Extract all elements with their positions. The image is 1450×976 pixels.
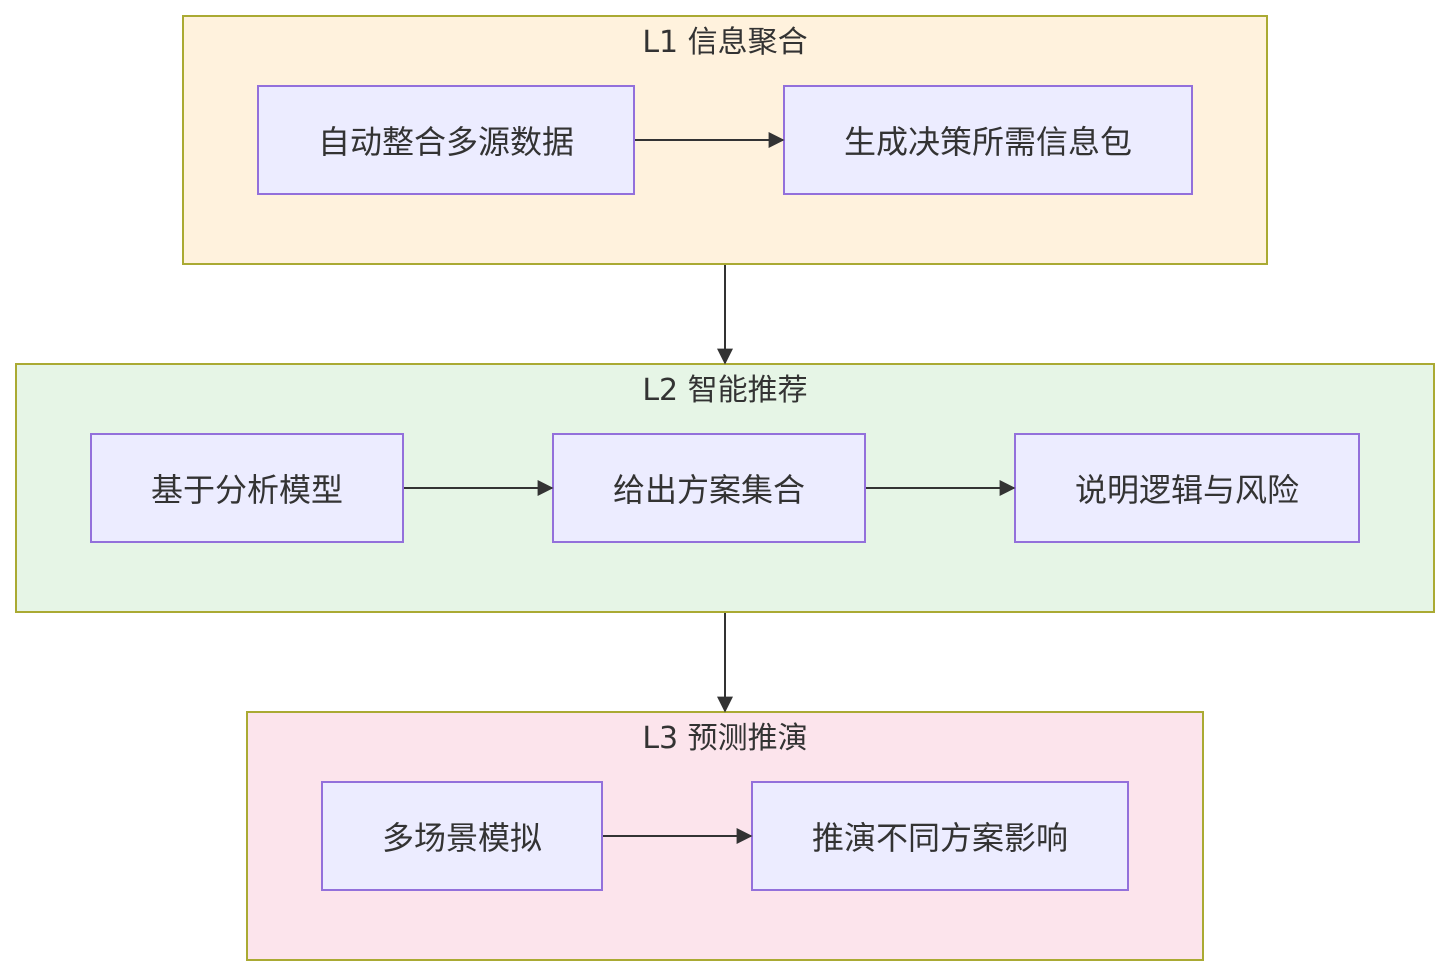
node-based-on-analysis-model[interactable]: 基于分析模型 <box>90 433 404 543</box>
group-l2-title: L2 智能推荐 <box>642 373 808 408</box>
node-integrate-multi-source-data[interactable]: 自动整合多源数据 <box>257 85 635 195</box>
node-generate-decision-info-package[interactable]: 生成决策所需信息包 <box>783 85 1193 195</box>
node-explain-logic-and-risk[interactable]: 说明逻辑与风险 <box>1014 433 1360 543</box>
group-l1-title: L1 信息聚合 <box>642 25 808 60</box>
node-simulate-solution-impacts[interactable]: 推演不同方案影响 <box>751 781 1129 891</box>
node-provide-solution-set[interactable]: 给出方案集合 <box>552 433 866 543</box>
group-l3-title: L3 预测推演 <box>642 721 808 756</box>
node-multi-scenario-simulation[interactable]: 多场景模拟 <box>321 781 603 891</box>
